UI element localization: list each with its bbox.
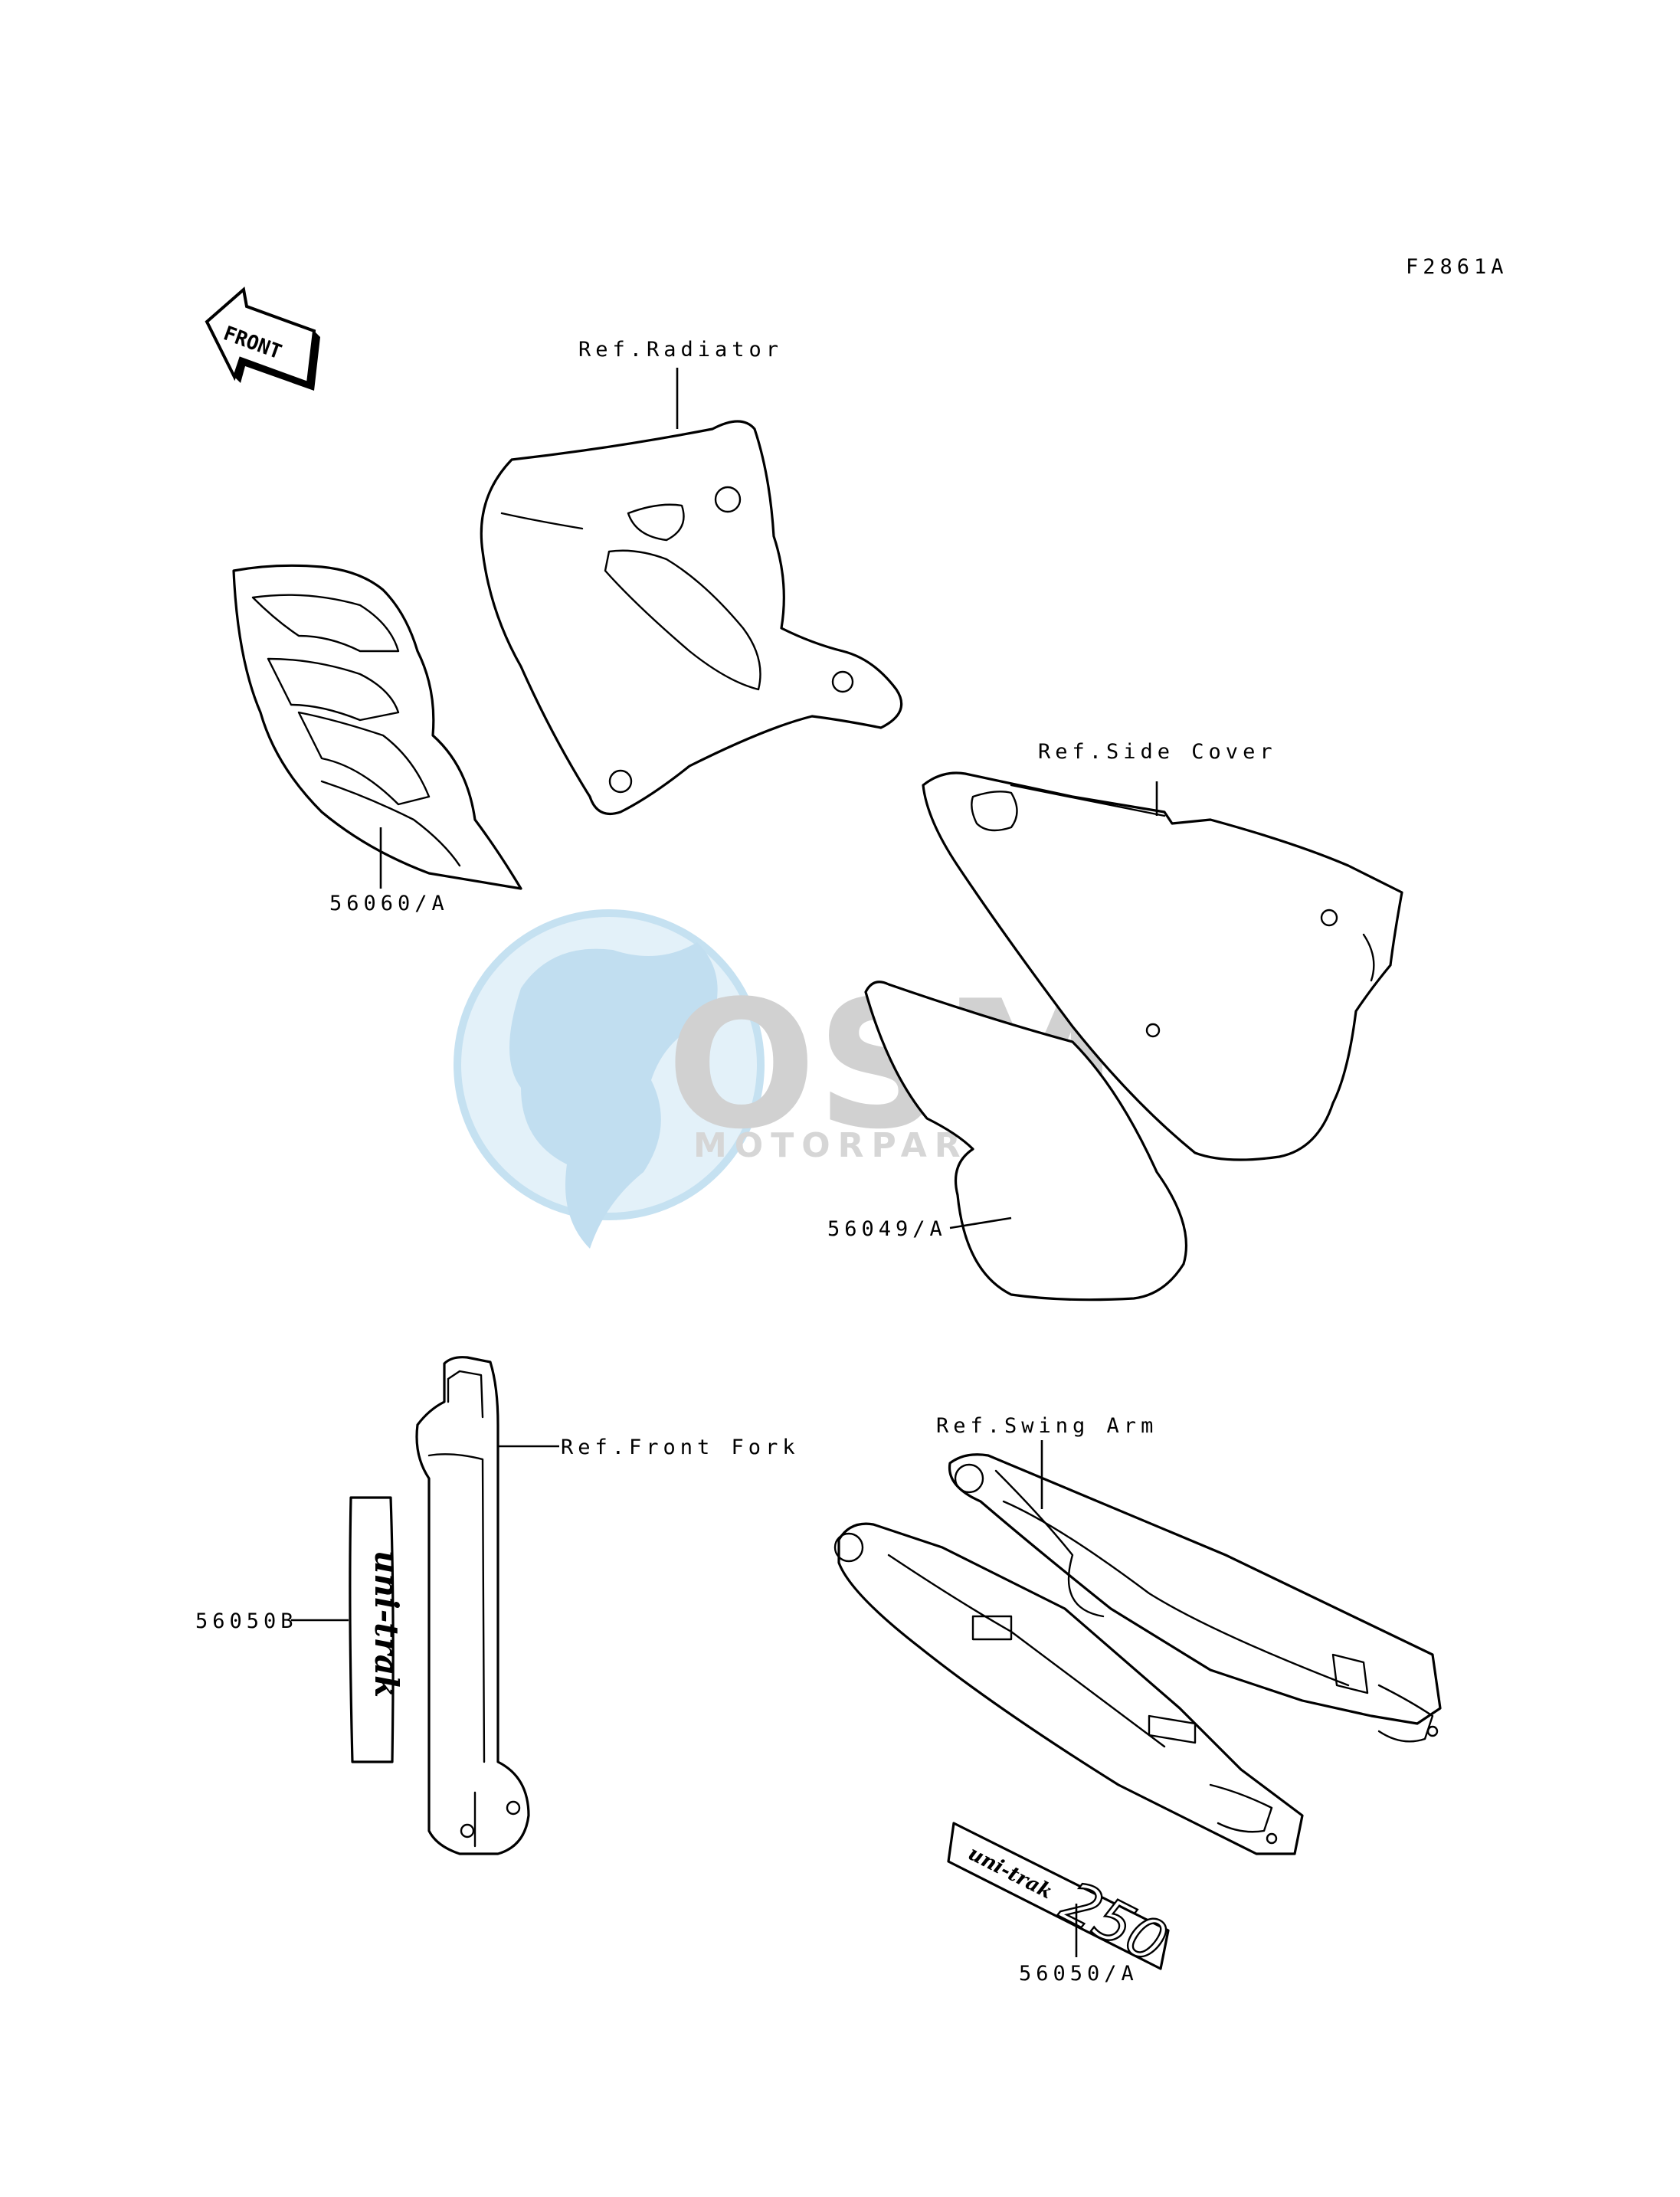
label-ref-side-cover: Ref.Side Cover	[1038, 740, 1277, 764]
front-fork-guard	[415, 1356, 530, 1855]
front-arrow-icon: FRONT	[205, 286, 320, 391]
label-ref-radiator: Ref.Radiator	[578, 338, 783, 362]
label-ref-swing-arm: Ref.Swing Arm	[936, 1414, 1158, 1438]
label-56060: 56060/A	[329, 892, 449, 915]
diagram-code: F2861A	[1406, 255, 1508, 279]
radiator-shroud	[480, 420, 903, 816]
swing-arm	[833, 1453, 1442, 1855]
leader-56049	[949, 1216, 1012, 1229]
label-56050b: 56050B	[195, 1609, 298, 1633]
label-56049: 56049/A	[827, 1217, 947, 1241]
decal-56049	[864, 981, 1188, 1302]
decal-56050b: uni-trak	[349, 1496, 405, 1763]
decal-56060	[232, 564, 522, 890]
label-56050a: 56050/A	[1019, 1962, 1138, 1986]
side-cover	[922, 771, 1403, 1161]
label-ref-front-fork: Ref.Front Fork	[561, 1436, 800, 1459]
decal-56050a: uni-trak 250	[947, 1822, 1178, 1977]
fork-decal-text: uni-trak	[368, 1550, 405, 1698]
